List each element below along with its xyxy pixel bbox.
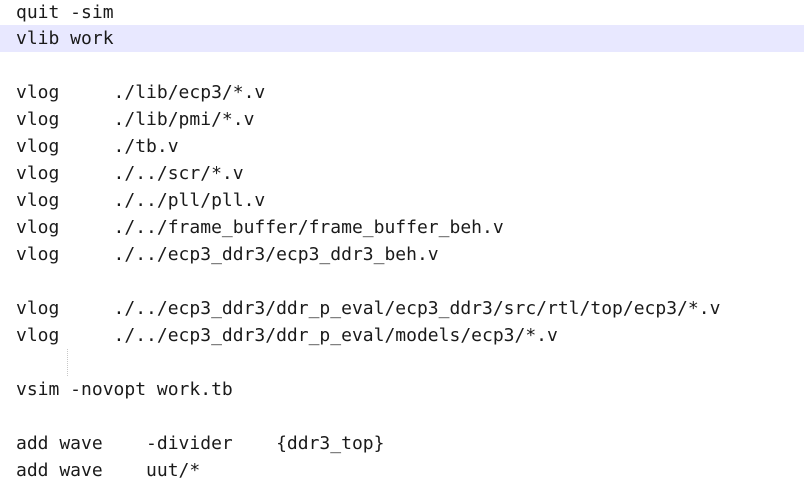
code-line-6[interactable]: vlog ./tb.v (16, 136, 179, 157)
code-line-8[interactable]: vlog ./../pll/pll.v (16, 190, 266, 211)
code-line-5[interactable]: vlog ./lib/pmi/*.v (16, 109, 255, 130)
code-line-10[interactable]: vlog ./../ecp3_ddr3/ecp3_ddr3_beh.v (16, 244, 439, 265)
code-line-15[interactable]: vsim -novopt work.tb (16, 379, 233, 400)
code-line-9[interactable]: vlog ./../frame_buffer/frame_buffer_beh.… (16, 217, 504, 238)
indent-guide (67, 349, 68, 376)
code-line-16[interactable] (0, 403, 804, 430)
code-line-2-current[interactable]: vlib work (0, 25, 804, 52)
code-line-1[interactable]: quit -sim (16, 2, 114, 23)
code-line-12[interactable]: vlog ./../ecp3_ddr3/ddr_p_eval/ecp3_ddr3… (16, 298, 721, 319)
code-line-4[interactable]: vlog ./lib/ecp3/*.v (16, 82, 266, 103)
code-line-14[interactable] (0, 349, 804, 376)
code-line-18[interactable]: add wave uut/* (16, 460, 201, 481)
code-line-13[interactable]: vlog ./../ecp3_ddr3/ddr_p_eval/models/ec… (16, 325, 558, 346)
code-line-11[interactable] (0, 268, 804, 295)
code-line-3[interactable] (0, 52, 804, 79)
code-line-7[interactable]: vlog ./../scr/*.v (16, 163, 244, 184)
code-line-17[interactable]: add wave -divider {ddr3_top} (16, 433, 385, 454)
